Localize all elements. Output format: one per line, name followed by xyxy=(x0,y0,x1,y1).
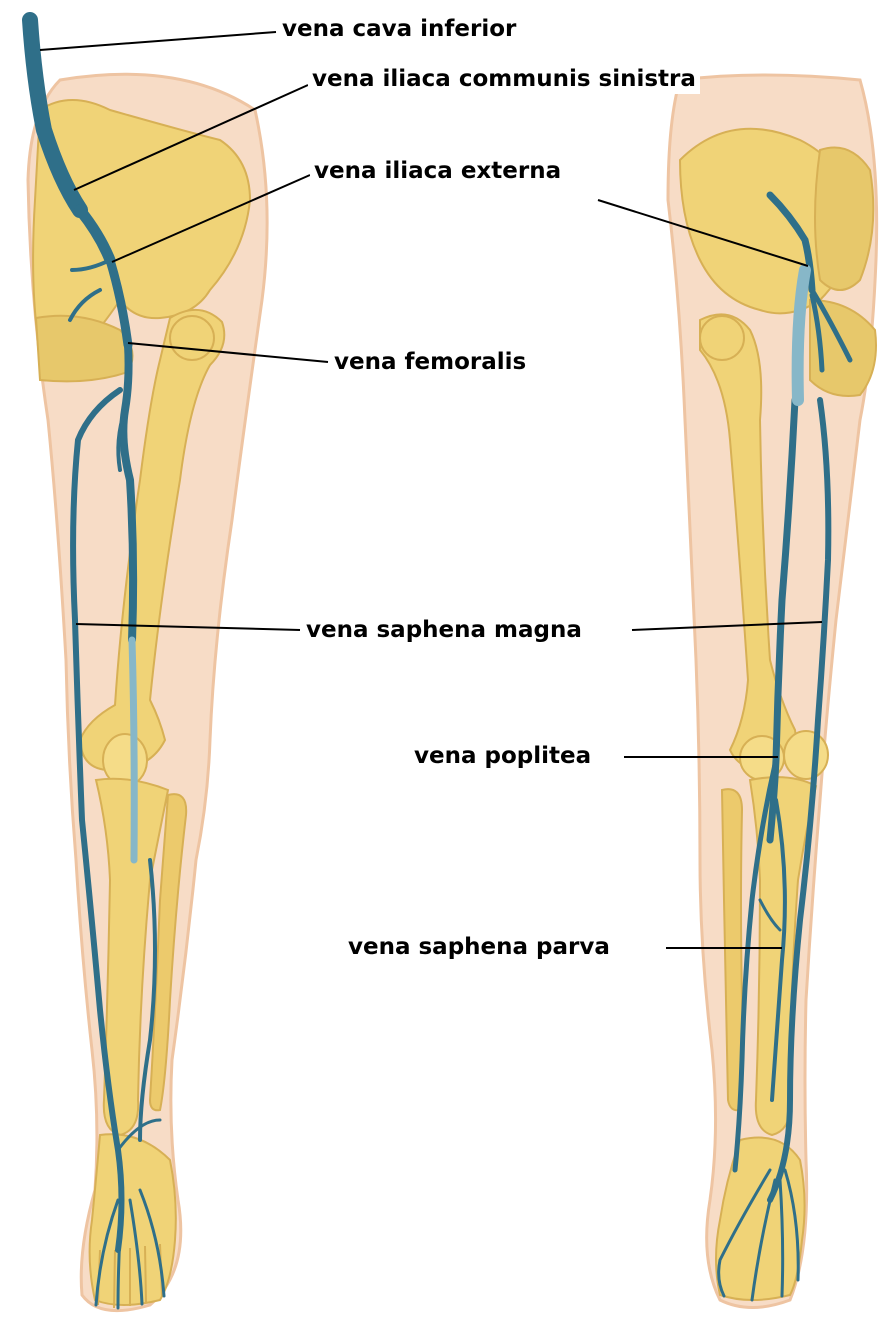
leader-vena-cava-inferior xyxy=(40,32,276,50)
label-vena-saphena-parva: vena saphena parva xyxy=(344,932,614,962)
label-vena-iliaca-communis-sinistra: vena iliaca communis sinistra xyxy=(308,64,700,94)
greater-trochanter xyxy=(700,316,744,360)
label-vena-iliaca-externa: vena iliaca externa xyxy=(310,156,565,186)
label-vena-saphena-magna: vena saphena magna xyxy=(302,615,586,645)
label-vena-cava-inferior: vena cava inferior xyxy=(278,14,520,44)
label-vena-poplitea: vena poplitea xyxy=(410,741,595,771)
knee-condyle-lateral xyxy=(784,731,828,779)
femoral-vessel-deep-segment xyxy=(132,640,134,860)
label-vena-femoralis: vena femoralis xyxy=(330,347,530,377)
posterior-leg xyxy=(668,75,877,1308)
sacrum xyxy=(815,148,873,291)
anterior-leg xyxy=(28,20,267,1311)
femoral-head xyxy=(170,316,214,360)
